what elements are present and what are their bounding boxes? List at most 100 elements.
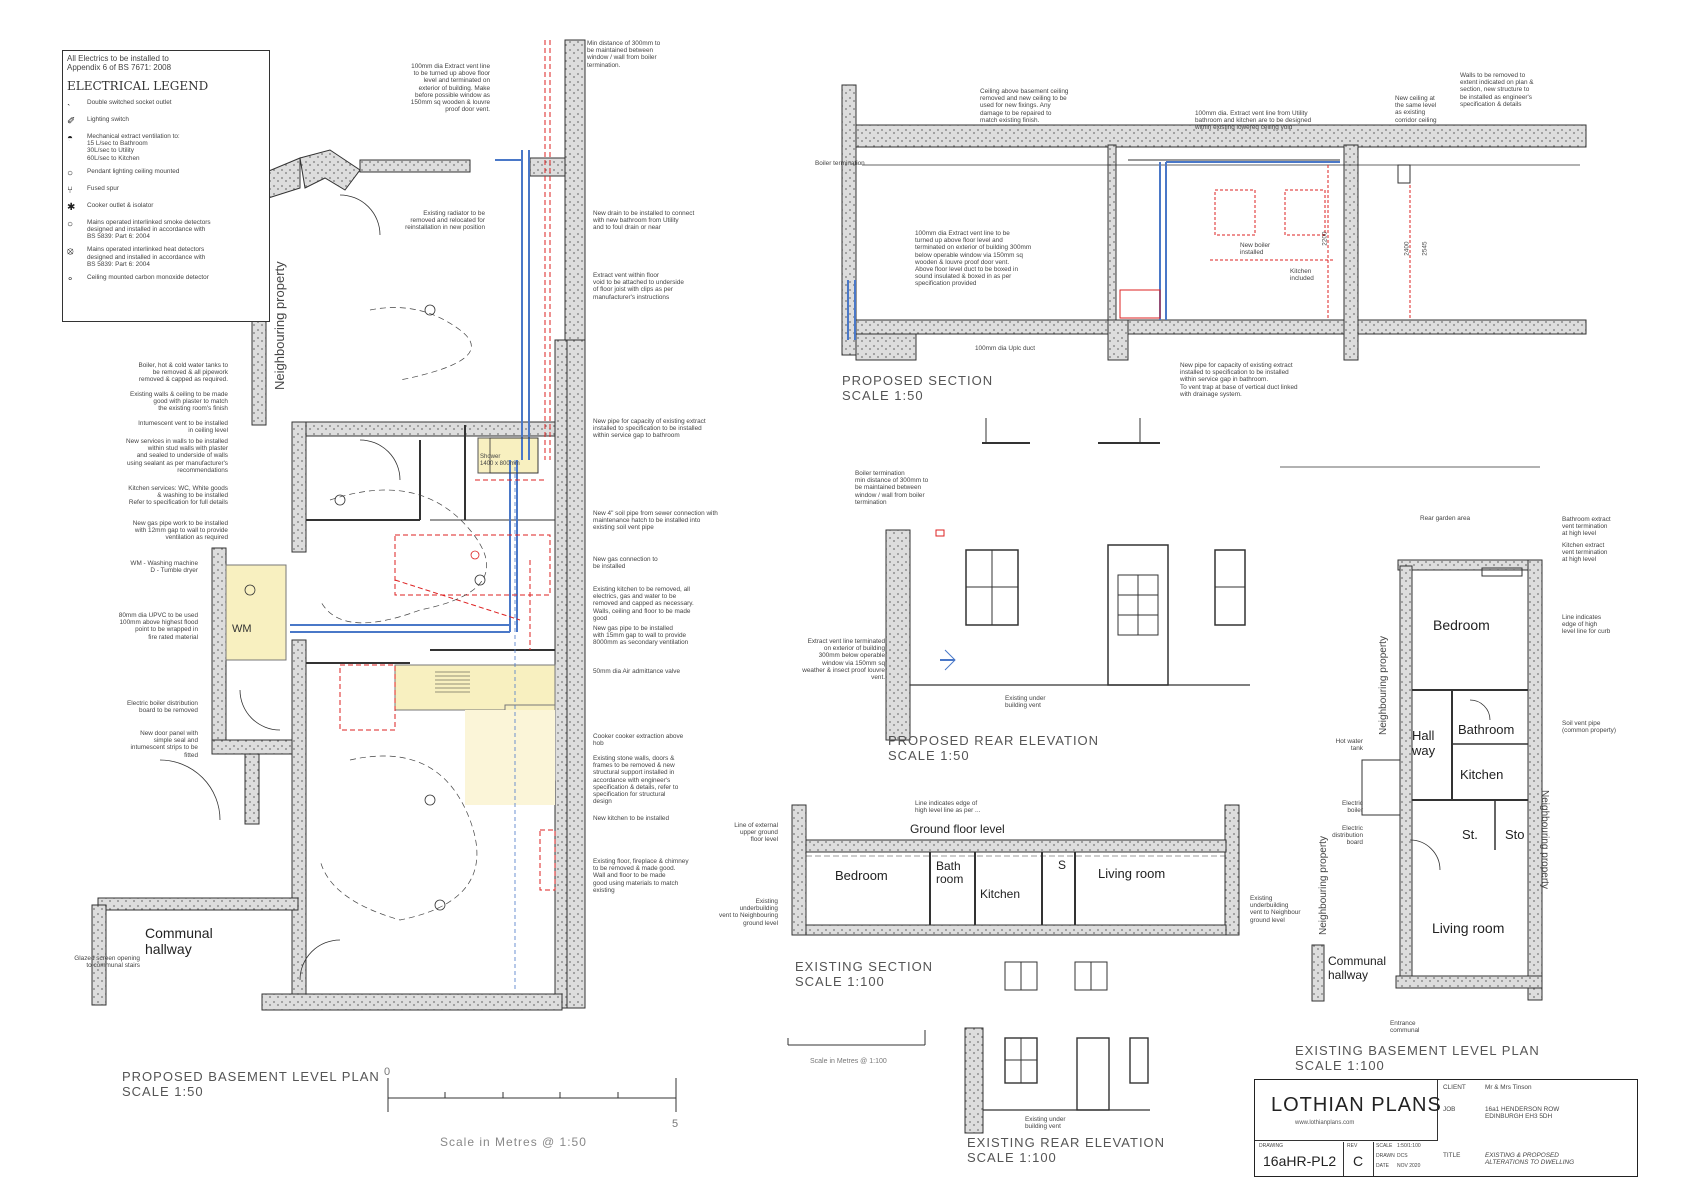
- note-left: 80mm dia UPVC to be used 100mm above hig…: [118, 612, 198, 641]
- note-right: Existing floor, fireplace & chimney to b…: [593, 858, 689, 894]
- proposed-section-scale: SCALE 1:50: [842, 388, 924, 403]
- proposed-rear-elevation: [885, 529, 1250, 741]
- scale-label: SCALE: [1376, 1143, 1393, 1149]
- section-note: 100mm dia Extract vent line to be turned…: [915, 230, 1032, 288]
- note-right: New 4" soil pipe from sewer connection w…: [593, 510, 718, 532]
- note-right: New kitchen to be installed: [593, 815, 670, 822]
- existing-section-room: Bedroom: [835, 868, 888, 883]
- note-left: Glazed screen opening to communal stairs: [74, 955, 140, 970]
- fused-spur-icon: ⑂: [67, 184, 73, 196]
- section-note: Boiler termination: [815, 160, 865, 167]
- section-note: New boiler installed: [1240, 242, 1271, 257]
- note-left: Boiler, hot & cold water tanks to be rem…: [138, 362, 228, 384]
- title-value: EXISTING & PROPOSED ALTERATIONS TO DWELL…: [1485, 1152, 1575, 1167]
- job-label: JOB: [1443, 1106, 1456, 1113]
- note-right: Extract vent within floor void to be att…: [593, 272, 684, 301]
- proposed-rear-elevation-title: PROPOSED REAR ELEVATION: [888, 733, 1100, 748]
- existing-section-room: Living room: [1098, 866, 1166, 881]
- legend-item: ○Mains operated interlinked smoke detect…: [67, 218, 211, 241]
- existing-room-hallway: Hall way: [1412, 728, 1436, 758]
- existing-basement-scale: SCALE 1:100: [1295, 1058, 1385, 1073]
- existing-basement-note: Soil vent pipe (common property): [1562, 720, 1616, 735]
- neighbouring-property-label: Neighbouring property: [272, 261, 287, 390]
- existing-basement-note: Hot water tank: [1335, 738, 1363, 753]
- neighbouring-label: Neighbouring property: [1539, 790, 1550, 889]
- scale-bar-1-100-caption: Scale in Metres @ 1:100: [810, 1058, 887, 1065]
- double-socket-icon: ˴: [67, 99, 71, 110]
- neighbouring-label: Neighbouring property: [1318, 836, 1329, 935]
- communal-hallway-label: Communal hallway: [145, 925, 213, 957]
- note-left: Existing walls & ceiling to be made good…: [129, 391, 228, 413]
- existing-section: [787, 804, 1240, 1046]
- smoke-alarm-icon: ○: [67, 218, 74, 230]
- shower-label: Shower 1400 x 800mm: [480, 454, 520, 468]
- scale-bar-1-50: [387, 1078, 677, 1112]
- note-right: Existing stone walls, doors & frames to …: [593, 755, 679, 806]
- existing-section-note: Existing underbuilding vent to Neighbour…: [1250, 895, 1301, 924]
- existing-basement-note: Line indicates edge of high level line f…: [1562, 614, 1611, 636]
- section-dim: 2200: [1321, 231, 1329, 246]
- existing-basement-note: Electric distribution board: [1332, 825, 1363, 847]
- ground-floor-label: Ground floor level: [910, 822, 1005, 836]
- existing-section-note: Existing underbuilding vent to Neighbour…: [719, 898, 778, 927]
- date-value: NOV 2020: [1397, 1163, 1421, 1169]
- heat-alarm-icon: ⦻: [67, 246, 74, 258]
- proposed-section-title: PROPOSED SECTION: [842, 373, 994, 388]
- co-alarm-icon: ∘: [67, 274, 74, 286]
- note-left: Electric boiler distribution board to be…: [126, 700, 198, 715]
- scale-bar-end: 5: [672, 1118, 679, 1130]
- existing-section-room: Kitchen: [980, 887, 1021, 901]
- proposed-rear-elevation-scale: SCALE 1:50: [888, 748, 970, 763]
- section-dim: 2400: [1403, 241, 1411, 256]
- existing-basement-note: Electric boiler: [1342, 800, 1363, 815]
- section-note: Ceiling above basement ceiling removed a…: [980, 88, 1069, 124]
- job-value: 16a1 HENDERSON ROW EDINBURGH EH3 5DH: [1485, 1106, 1560, 1121]
- neighbouring-label: Neighbouring property: [1378, 636, 1389, 735]
- existing-section-scale: SCALE 1:100: [795, 974, 885, 989]
- legend-header: All Electrics to be installed to Appendi…: [67, 54, 172, 72]
- section-note: New pipe for capacity of existing extrac…: [1180, 362, 1298, 398]
- cooker-switch-icon: ✱: [67, 201, 76, 213]
- revision: C: [1353, 1153, 1364, 1169]
- client-label: CLIENT: [1443, 1084, 1466, 1091]
- scale-value: 1:50/1:100: [1397, 1143, 1421, 1149]
- date-label: DATE: [1376, 1163, 1389, 1169]
- ceiling-light-icon: ○: [67, 167, 74, 179]
- existing-rear-elevation-title: EXISTING REAR ELEVATION: [967, 1135, 1166, 1150]
- drawn-label: DRAWN: [1376, 1153, 1395, 1159]
- legend-title: ELECTRICAL LEGEND: [67, 79, 209, 93]
- note-left: Kitchen services: WC, White goods & wash…: [128, 485, 228, 507]
- note-left: New door panel with simple seal and intu…: [130, 730, 199, 759]
- proposed-basement-scale: SCALE 1:50: [122, 1084, 204, 1099]
- existing-rear-elevation: [964, 1027, 1150, 1134]
- legend-item: ◓Mechanical extract ventilation to: 15 L…: [67, 133, 180, 162]
- existing-basement-note: Entrance communal: [1390, 1020, 1420, 1035]
- note-right: Cooker cooker extraction above hob: [593, 733, 684, 748]
- section-note: Walls to be removed to extent indicated …: [1460, 72, 1534, 108]
- scale-bar-start: 0: [384, 1066, 391, 1078]
- legend-item: ⑂Fused spur: [67, 184, 119, 196]
- existing-section-room: S: [1058, 858, 1067, 872]
- note-left: New services in walls to be installed wi…: [126, 438, 228, 474]
- electrical-legend: All Electrics to be installed to Appendi…: [62, 50, 270, 322]
- section-note: 100mm dia. Extract vent line from Utilit…: [1195, 110, 1312, 132]
- existing-section-note: Line indicates edge of high level line a…: [915, 800, 981, 815]
- title-label: TITLE: [1443, 1152, 1461, 1159]
- existing-basement-note: Bathroom extract vent termination at hig…: [1562, 516, 1611, 538]
- section-note: 100mm dia Uplc duct: [975, 345, 1036, 352]
- existing-section-room: Bath room: [936, 859, 964, 886]
- elevation-note: Extract vent line terminated on exterior…: [802, 638, 885, 682]
- existing-basement-note: Rear garden area: [1420, 515, 1471, 522]
- note-right: New gas connection to be installed: [593, 556, 658, 571]
- wm-label: WM: [232, 623, 252, 635]
- section-note: New ceiling at the same level as existin…: [1395, 95, 1437, 124]
- existing-rear-elevation-scale: SCALE 1:100: [967, 1150, 1057, 1165]
- note-right: Existing kitchen to be removed, all elec…: [593, 586, 694, 622]
- note-left: New gas pipe work to be installed with 1…: [132, 520, 228, 542]
- legend-item: ✱Cooker outlet & isolator: [67, 201, 154, 213]
- company-logo: LOTHIAN PLANS: [1271, 1094, 1442, 1116]
- rev-label: REV: [1347, 1143, 1358, 1149]
- existing-room-bathroom: Bathroom: [1458, 722, 1515, 737]
- note-left: Intumescent vent to be installed in ceil…: [138, 420, 228, 435]
